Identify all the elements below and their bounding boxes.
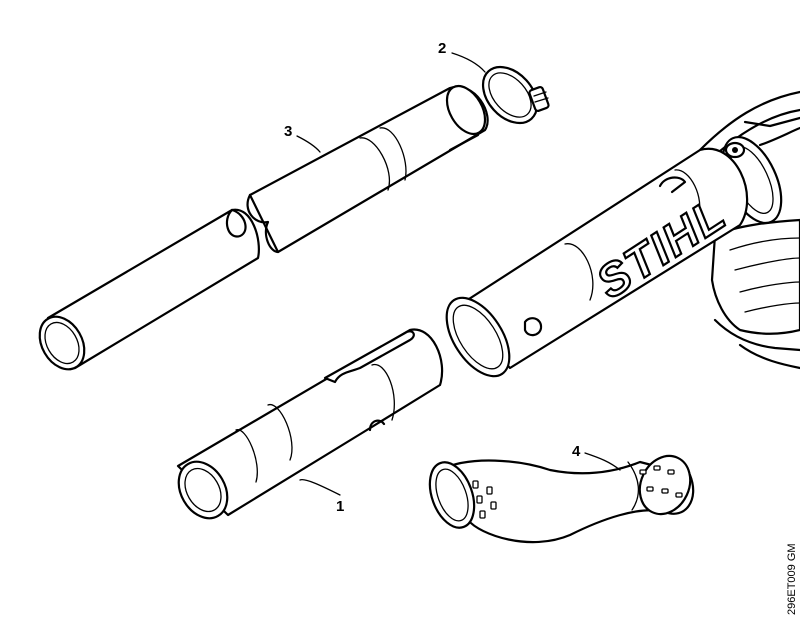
reference-code: 296ET009 GM: [786, 543, 798, 615]
part-label-4: 4: [572, 443, 581, 460]
leader-line-4: [584, 452, 621, 471]
part-label-1: 1: [336, 498, 344, 515]
blower-tube-with-logo: STIHL: [445, 147, 749, 378]
part-1-nozzle: [176, 328, 444, 520]
part-label-2: 2: [438, 40, 446, 57]
leader-line-3: [296, 135, 321, 153]
callouts: 1 2 3 4: [284, 40, 621, 515]
leader-line-1: [299, 479, 341, 496]
part-4-elbow: [428, 454, 695, 544]
leader-line-2: [451, 52, 486, 73]
part-3-straight-tube: [38, 85, 489, 371]
part-label-3: 3: [284, 123, 292, 140]
part-2-hose-clamp: [481, 65, 550, 125]
elbow-vent-holes: [472, 465, 683, 519]
